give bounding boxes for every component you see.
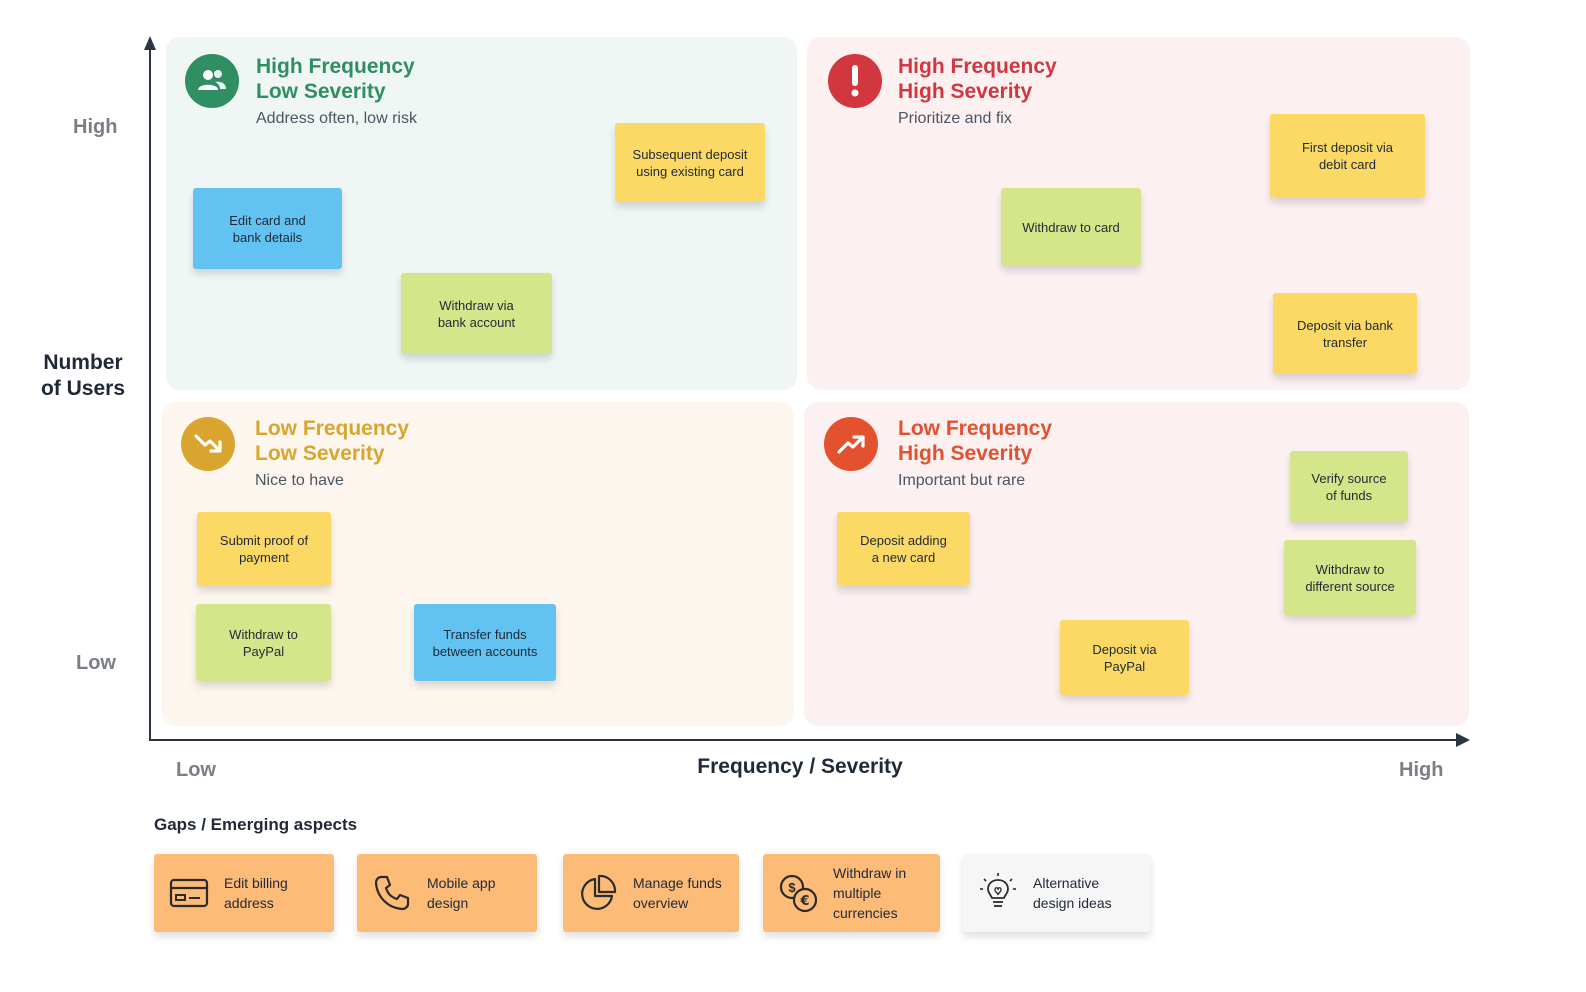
- y-axis-arrow: [144, 36, 156, 50]
- credit-card-icon: [154, 877, 224, 909]
- phone-icon: [357, 874, 427, 912]
- users-icon: [185, 54, 239, 108]
- gap-card[interactable]: Edit billing address: [154, 854, 334, 932]
- gap-label: Manage funds overview: [633, 875, 722, 911]
- gap-card[interactable]: Manage funds overview: [563, 854, 739, 932]
- sticky-note[interactable]: Subsequent deposit using existing card: [615, 123, 765, 202]
- gap-label: Alternative design ideas: [1033, 875, 1112, 911]
- gap-label: Withdraw in multiple currencies: [833, 865, 907, 921]
- x-axis-high-label: High: [1399, 759, 1444, 781]
- trend-down-icon: [181, 417, 235, 471]
- quadrant-subtitle: Nice to have: [255, 472, 344, 489]
- y-axis-title: Number of Users: [40, 351, 126, 400]
- sticky-note[interactable]: Deposit via PayPal: [1060, 620, 1189, 695]
- y-axis-low-label: Low: [76, 652, 116, 674]
- currency-exchange-icon: $ €: [763, 872, 833, 914]
- pie-chart-icon: [563, 873, 633, 913]
- x-axis-low-label: Low: [176, 759, 216, 781]
- quadrant-title: Low Frequency Low Severity: [255, 417, 410, 465]
- sticky-note[interactable]: Withdraw to card: [1001, 188, 1141, 266]
- quadrant-subtitle: Address often, low risk: [256, 110, 417, 127]
- quadrant-title: High Frequency Low Severity: [256, 55, 415, 103]
- sticky-note[interactable]: Verify source of funds: [1290, 451, 1408, 522]
- quadrant-title: High Frequency High Severity: [898, 55, 1057, 103]
- sticky-note[interactable]: Submit proof of payment: [197, 512, 331, 586]
- quadrant-title: Low Frequency High Severity: [898, 417, 1053, 465]
- x-axis-title: Frequency / Severity: [697, 755, 903, 778]
- quadrant-subtitle: Prioritize and fix: [898, 110, 1012, 127]
- sticky-note[interactable]: Deposit via bank transfer: [1273, 293, 1417, 374]
- lightbulb-icon: [963, 872, 1033, 914]
- svg-text:$: $: [788, 880, 796, 895]
- sticky-note[interactable]: First deposit via debit card: [1270, 114, 1425, 198]
- sticky-note[interactable]: Deposit adding a new card: [837, 512, 970, 586]
- sticky-note[interactable]: Withdraw via bank account: [401, 273, 552, 354]
- gaps-title: Gaps / Emerging aspects: [154, 815, 358, 834]
- gap-card[interactable]: Alternative design ideas: [963, 854, 1151, 932]
- exclamation-icon: [828, 54, 882, 108]
- sticky-note[interactable]: Withdraw to different source: [1284, 540, 1416, 615]
- gap-label: Edit billing address: [224, 875, 288, 911]
- sticky-note[interactable]: Transfer funds between accounts: [414, 604, 556, 681]
- sticky-note[interactable]: Edit card and bank details: [193, 188, 342, 269]
- x-axis-arrow: [1456, 733, 1470, 747]
- trend-up-icon: [824, 417, 878, 471]
- gap-card[interactable]: $ € Withdraw in multiple currencies: [763, 854, 940, 932]
- quadrant-subtitle: Important but rare: [898, 472, 1026, 489]
- sticky-note[interactable]: Withdraw to PayPal: [196, 604, 331, 681]
- gap-card[interactable]: Mobile app design: [357, 854, 537, 932]
- svg-text:€: €: [799, 894, 809, 909]
- gap-label: Mobile app design: [427, 875, 496, 911]
- y-axis-high-label: High: [73, 116, 118, 138]
